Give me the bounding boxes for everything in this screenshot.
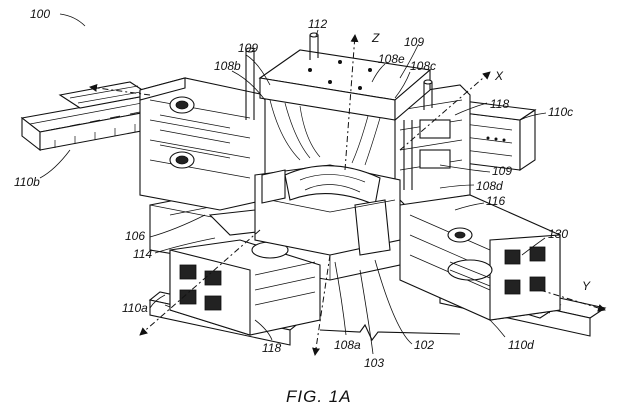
label-114: 114: [133, 247, 152, 261]
label-112: 112: [308, 17, 327, 31]
label-108b: 108b: [214, 59, 241, 73]
label-116: 116: [486, 194, 505, 208]
label-110d: 110d: [508, 338, 534, 352]
label-110b: 110b: [14, 175, 40, 189]
label-118-top: 118: [490, 97, 509, 111]
label-109-right: 109: [404, 35, 424, 49]
figure-caption: FIG. 1A: [286, 387, 352, 406]
reference-labels: 100 112 Z 109 109 108b 108e 108c X 118 1…: [14, 7, 591, 370]
label-y-axis: Y: [582, 279, 591, 293]
right-carriage: [394, 84, 471, 206]
label-109-mid: 109: [492, 164, 512, 178]
label-z-axis: Z: [371, 31, 380, 45]
label-102: 102: [414, 338, 434, 352]
label-100: 100: [30, 7, 50, 21]
label-x-axis: X: [494, 69, 504, 83]
label-108d: 108d: [476, 179, 503, 193]
label-108a: 108a: [334, 338, 361, 352]
left-carriage: [139, 77, 266, 211]
label-106: 106: [125, 229, 145, 243]
label-103: 103: [364, 356, 384, 370]
label-110c: 110c: [548, 105, 573, 119]
label-118-bottom: 118: [262, 341, 281, 355]
left-rail-110b: [20, 81, 170, 152]
central-mold: [254, 164, 401, 256]
lower-right-carriage: [399, 194, 561, 321]
label-108c: 108c: [410, 59, 436, 73]
leader-lines: [39, 13, 547, 355]
label-108e: 108e: [378, 52, 405, 66]
label-130: 130: [548, 227, 568, 241]
label-109-left: 109: [238, 41, 258, 55]
upper-press: [245, 32, 433, 204]
axes: [89, 34, 606, 356]
label-110a: 110a: [122, 301, 148, 315]
